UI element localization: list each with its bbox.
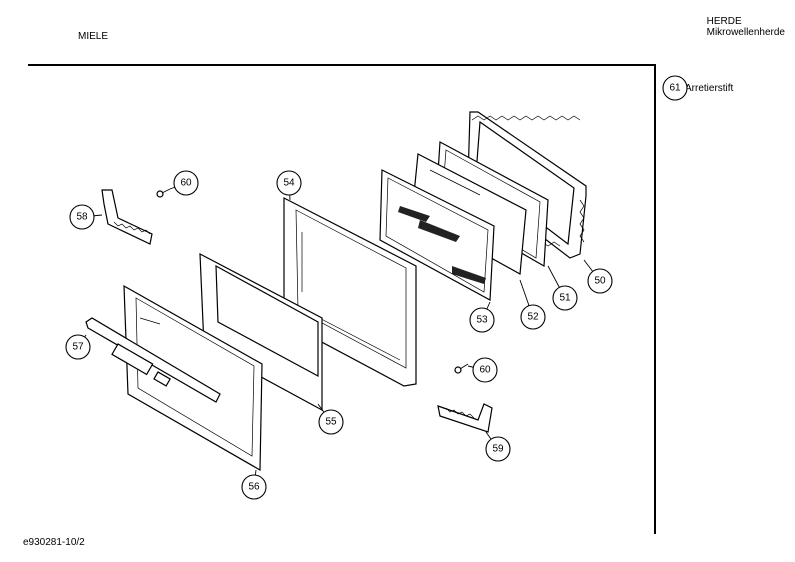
header-divider (28, 64, 656, 66)
callout-53: 53 (469, 307, 495, 333)
callout-58-label: 58 (76, 212, 88, 223)
callout-50-label: 50 (594, 276, 606, 287)
callout-58: 58 (69, 204, 95, 230)
legend-callout-61: 61 (662, 75, 688, 101)
document-id: e930281-10/2 (23, 537, 85, 548)
part-55-inner-door (199, 252, 323, 412)
callout-55-label: 55 (325, 417, 337, 428)
callout-56-label: 56 (248, 482, 260, 493)
brand-name: MIELE (78, 31, 109, 42)
part-58-hinge (101, 189, 153, 245)
callout-50: 50 (587, 268, 613, 294)
part-60-screw-right (454, 363, 469, 374)
callout-60-right: 60 (472, 357, 498, 383)
callout-60-top: 60 (173, 170, 199, 196)
part-57-handle (85, 317, 221, 403)
callout-59: 59 (485, 436, 511, 462)
part-59-hinge (437, 403, 493, 433)
callout-60-top-label: 60 (180, 178, 192, 189)
callout-54: 54 (276, 170, 302, 196)
callout-52-label: 52 (527, 312, 539, 323)
callout-57-label: 57 (72, 342, 84, 353)
category-block: HERDE Mikrowellenherde (707, 16, 785, 38)
callout-54-label: 54 (283, 178, 295, 189)
category-title: HERDE (706, 16, 742, 27)
legend-number: 61 (669, 83, 681, 94)
category-subtitle: Mikrowellenherde (706, 27, 785, 38)
callout-57: 57 (65, 334, 91, 360)
callout-59-label: 59 (492, 444, 504, 455)
legend-divider (654, 64, 656, 534)
callout-51-label: 51 (559, 293, 571, 304)
callout-55: 55 (318, 409, 344, 435)
callout-53-label: 53 (476, 315, 488, 326)
part-60-screw-top (156, 188, 171, 198)
part-53-mesh-panel (379, 169, 495, 301)
callout-60-right-label: 60 (479, 365, 491, 376)
callout-52: 52 (520, 304, 546, 330)
legend-label: Arretierstift (685, 83, 734, 94)
callout-51: 51 (552, 285, 578, 311)
callout-56: 56 (241, 474, 267, 500)
